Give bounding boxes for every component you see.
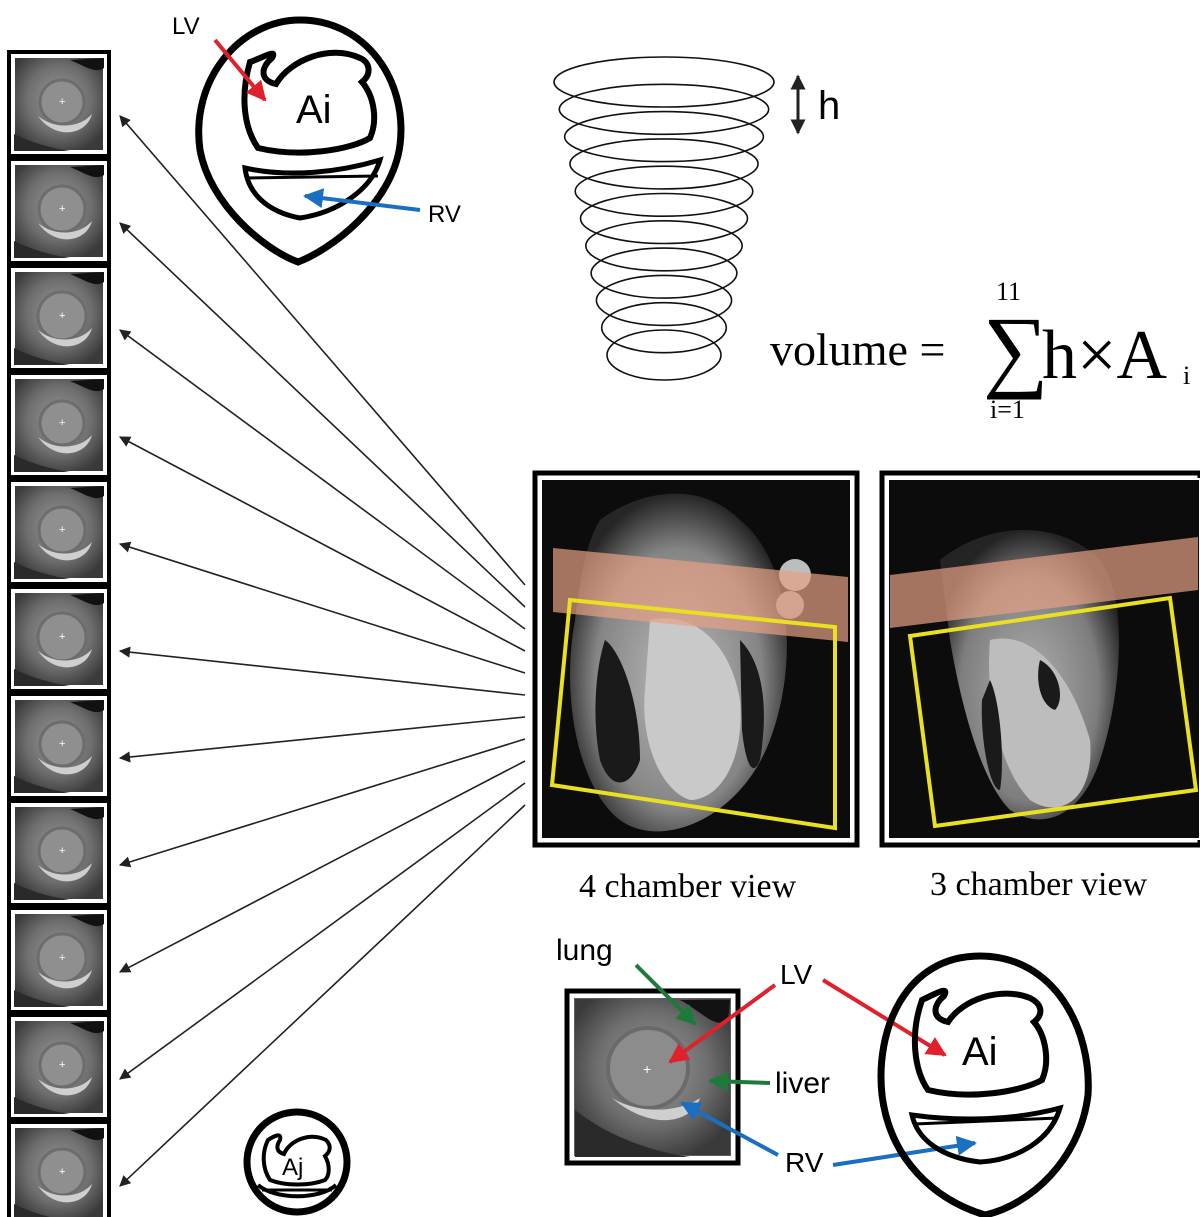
stack-ellipse-10	[602, 303, 727, 353]
sum-lower-bound: i=1	[990, 395, 1025, 424]
small-slice-schematic: Aj	[247, 1112, 347, 1212]
stack-ellipse-4	[570, 139, 758, 189]
svg-text:+: +	[643, 1061, 651, 1077]
lung-label: lung	[556, 934, 613, 967]
rv-label-bottom: RV	[785, 1147, 824, 1178]
short-axis-slice-stack: + + + + + + + + + + +	[9, 52, 109, 1217]
short-axis-slice-8: +	[9, 801, 109, 905]
slice-arrow-4	[120, 437, 525, 651]
short-axis-slice-3: +	[9, 266, 109, 370]
slice-arrow-10	[120, 783, 525, 1079]
stack-ellipse-11	[607, 330, 721, 380]
stack-ellipse-7	[586, 221, 742, 271]
stack-ellipse-6	[581, 194, 748, 244]
stack-ellipse-8	[591, 248, 737, 298]
lv-label-top: LV	[172, 13, 200, 40]
slice-arrow-fan	[120, 116, 525, 1186]
slice-arrow-5	[120, 544, 525, 673]
slice-arrow-9	[120, 761, 525, 972]
svg-text:+: +	[59, 952, 65, 964]
formula-subscript: i	[1183, 361, 1190, 390]
svg-text:+: +	[59, 417, 65, 429]
slice-arrow-3	[120, 330, 525, 629]
short-axis-slice-7: +	[9, 694, 109, 798]
short-axis-slice-4: +	[9, 373, 109, 477]
stack-ellipse-2	[559, 84, 768, 134]
heart-schematic-top: Ai LV RV	[172, 13, 461, 262]
ellipse-slice-stack	[554, 57, 774, 380]
rv-label-top: RV	[428, 201, 461, 228]
slice-arrow-2	[120, 223, 525, 607]
short-axis-slice-11: +	[9, 1122, 109, 1217]
slice-arrow-1	[120, 116, 525, 585]
ai-label-bottom: Ai	[962, 1030, 998, 1074]
h-label: h	[818, 84, 840, 128]
sum-upper-bound: 11	[996, 277, 1021, 306]
heart-schematic-bottom: Ai	[881, 956, 1088, 1215]
ai-label-top: Ai	[296, 88, 332, 132]
view3-caption: 3 chamber view	[930, 866, 1148, 903]
short-axis-slice-9: +	[9, 908, 109, 1012]
slice-arrow-7	[120, 717, 525, 758]
svg-text:+: +	[59, 203, 65, 215]
stack-ellipse-9	[596, 275, 731, 325]
slice-arrow-6	[120, 651, 525, 695]
slice-arrow-8	[120, 739, 525, 865]
svg-text:+: +	[59, 631, 65, 643]
formula-body: h×A	[1042, 317, 1167, 394]
svg-text:+: +	[59, 96, 65, 108]
three-chamber-view-panel	[882, 473, 1200, 845]
four-chamber-view-panel	[535, 473, 857, 845]
annotated-slice-panel: +	[567, 991, 738, 1163]
stack-ellipse-3	[565, 112, 764, 162]
view4-caption: 4 chamber view	[579, 868, 797, 905]
lv-arrow-top	[215, 40, 265, 100]
sigma-symbol: ∑	[983, 298, 1049, 400]
rv-arrow-top	[305, 196, 420, 210]
svg-text:+: +	[59, 524, 65, 536]
h-spacing-indicator: h	[798, 76, 840, 133]
svg-text:+: +	[59, 1059, 65, 1071]
svg-text:+: +	[59, 845, 65, 857]
formula-lhs: volume =	[770, 324, 945, 375]
short-axis-slice-6: +	[9, 587, 109, 691]
volume-formula: volume = ∑ 11 i=1 h×A i	[770, 277, 1190, 424]
svg-text:+: +	[59, 738, 65, 750]
short-axis-slice-1: +	[9, 52, 109, 156]
aj-label: Aj	[282, 1154, 303, 1181]
slice-arrow-11	[120, 805, 525, 1186]
lv-label-bottom: LV	[780, 959, 812, 990]
stack-ellipse-5	[575, 166, 753, 216]
svg-text:+: +	[59, 310, 65, 322]
stack-ellipse-1	[554, 57, 774, 107]
liver-label: liver	[775, 1067, 830, 1100]
short-axis-slice-5: +	[9, 480, 109, 584]
short-axis-slice-2: +	[9, 159, 109, 263]
svg-text:+: +	[59, 1166, 65, 1178]
short-axis-slice-10: +	[9, 1015, 109, 1119]
